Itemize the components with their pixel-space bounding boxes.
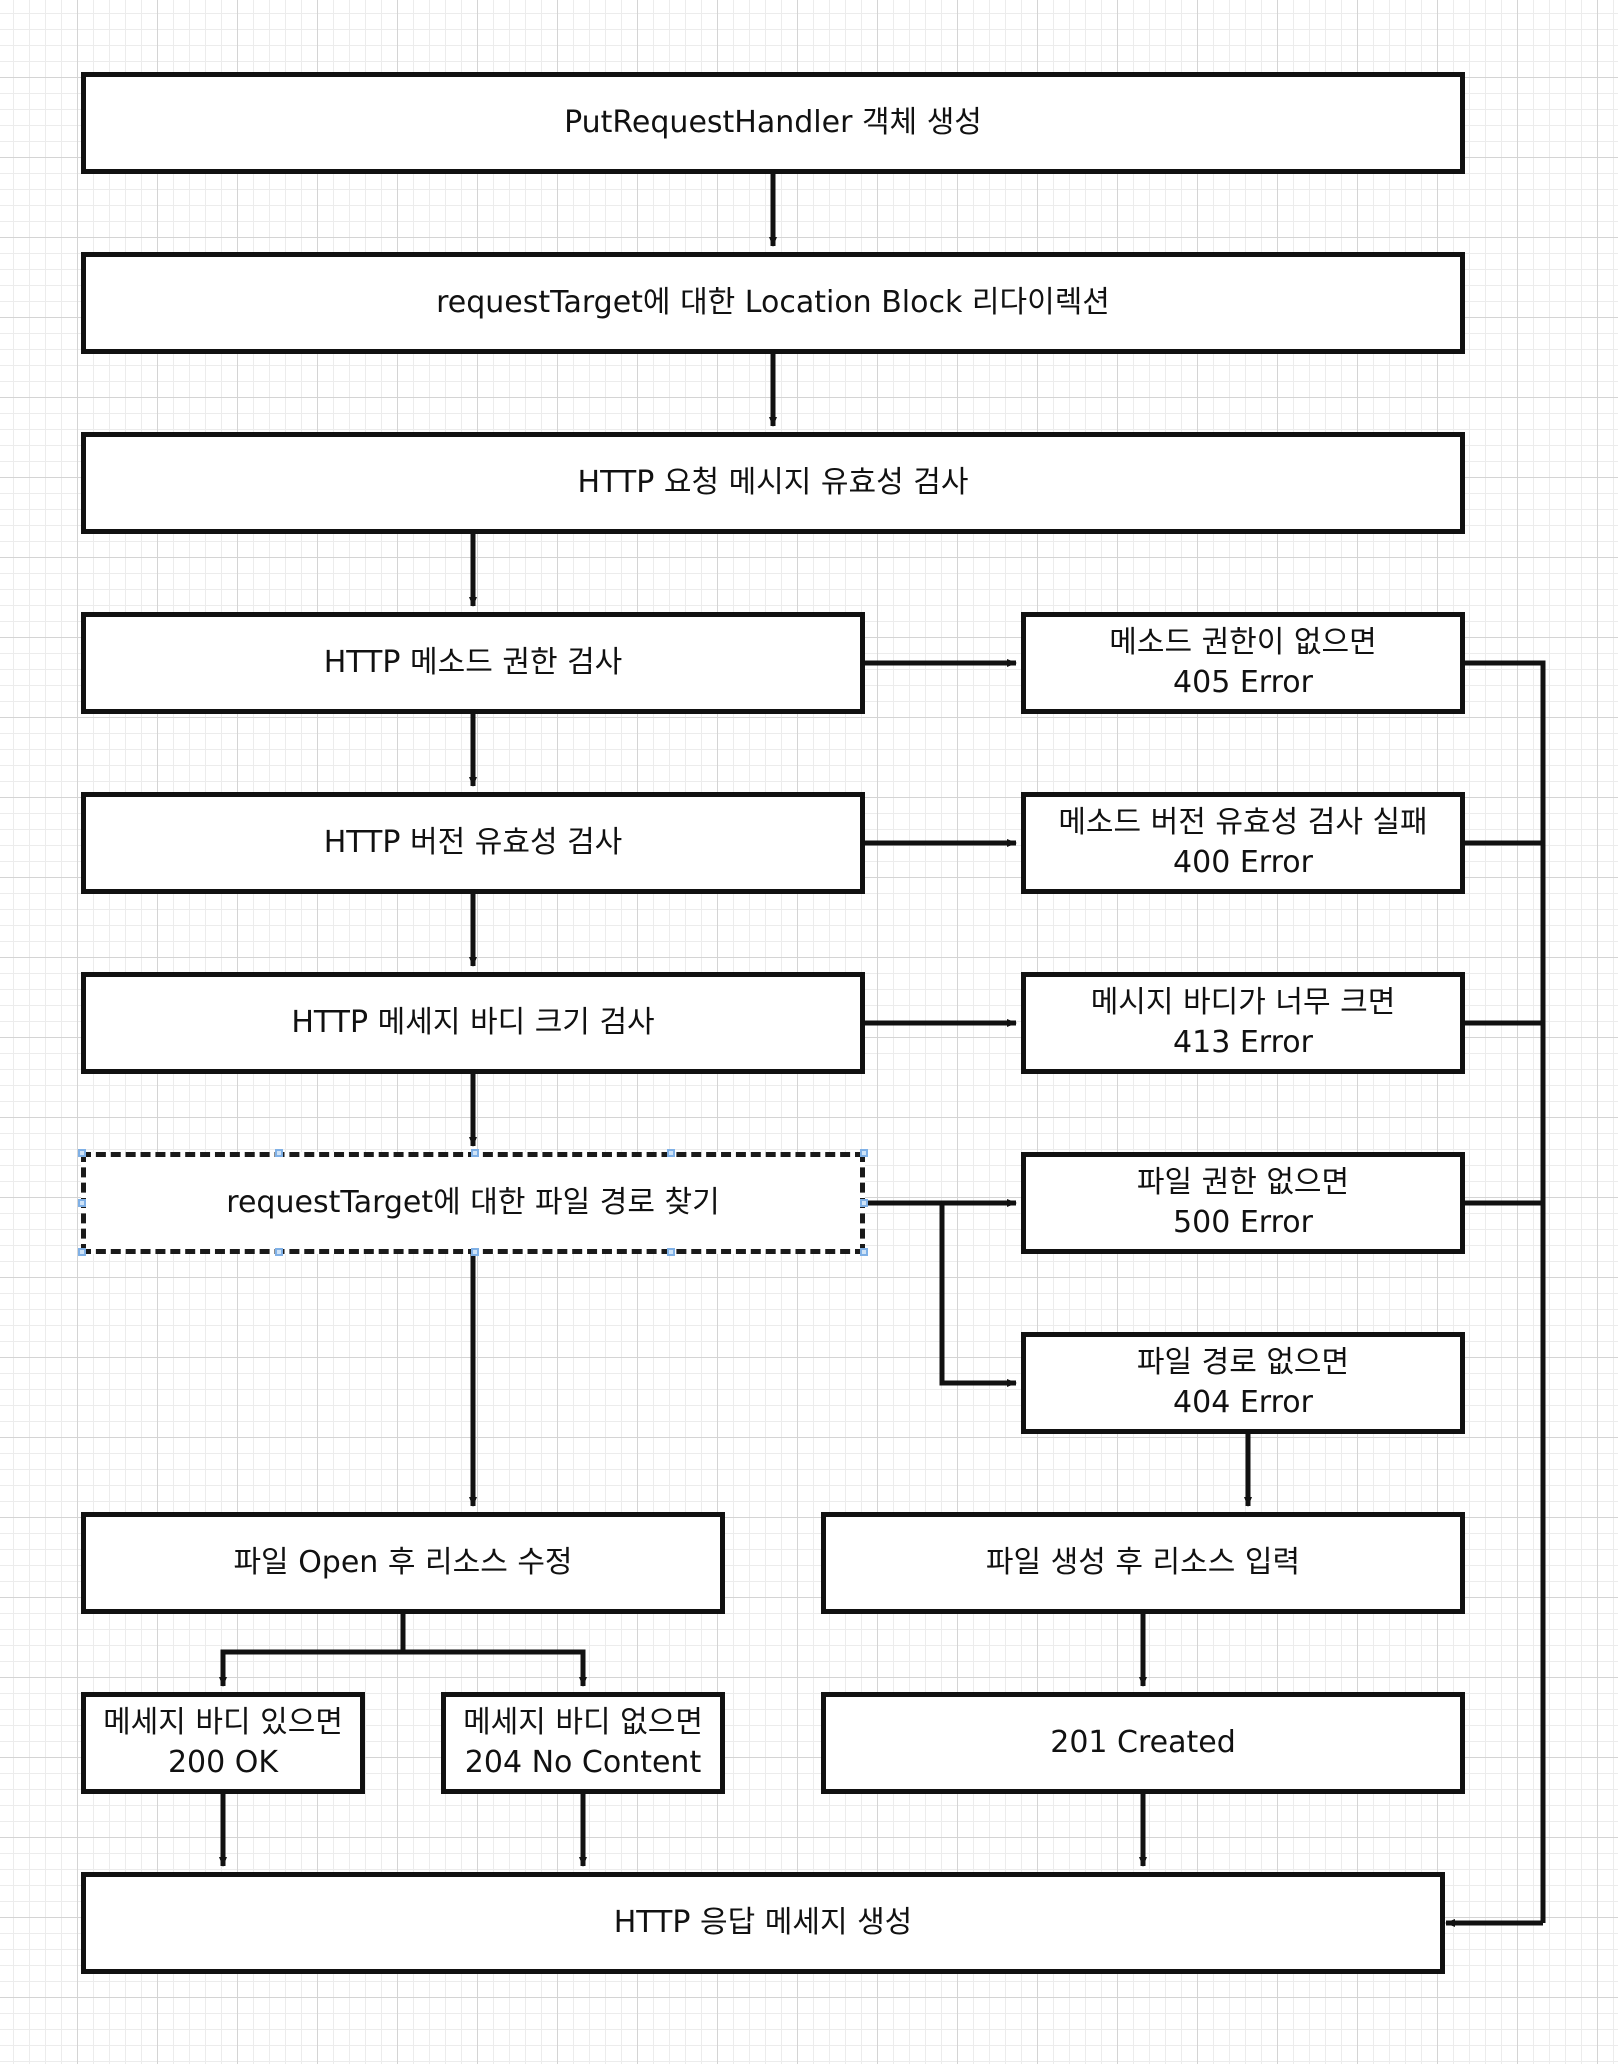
error-400-condition: 메소드 버전 유효성 검사 실패 [1058, 805, 1428, 840]
outcome-201-status: 201 Created [1050, 1725, 1236, 1760]
selection-handle[interactable] [275, 1149, 283, 1157]
error-500-box[interactable]: 파일 권한 없으면 500 Error [1021, 1152, 1465, 1254]
selection-handle[interactable] [860, 1199, 868, 1207]
step-create-write[interactable]: 파일 생성 후 리소스 입력 [821, 1512, 1465, 1614]
selection-handle[interactable] [78, 1199, 86, 1207]
step-check-version[interactable]: HTTP 버전 유효성 검사 [81, 792, 865, 894]
outcome-204-box[interactable]: 메세지 바디 없으면 204 No Content [441, 1692, 725, 1794]
step-build-response-label: HTTP 응답 메세지 생성 [613, 1905, 913, 1940]
selection-handle[interactable] [471, 1248, 479, 1256]
error-404-condition: 파일 경로 없으면 [1136, 1345, 1350, 1380]
error-400-status: 400 Error [1173, 845, 1313, 880]
error-405-condition: 메소드 권한이 없으면 [1109, 625, 1377, 660]
step-find-file-path[interactable]: requestTarget에 대한 파일 경로 찾기 [81, 1152, 865, 1254]
selection-handle[interactable] [667, 1248, 675, 1256]
step-check-method-label: HTTP 메소드 권한 검사 [323, 645, 623, 680]
step-create-write-label: 파일 생성 후 리소스 입력 [985, 1545, 1301, 1580]
step-validate-request-label: HTTP 요청 메시지 유효성 검사 [577, 465, 969, 500]
step-check-method[interactable]: HTTP 메소드 권한 검사 [81, 612, 865, 714]
error-405-status: 405 Error [1173, 665, 1313, 700]
outcome-204-status: 204 No Content [464, 1745, 702, 1780]
step-open-modify-label: 파일 Open 후 리소스 수정 [233, 1545, 573, 1580]
selection-handle[interactable] [860, 1248, 868, 1256]
error-404-box[interactable]: 파일 경로 없으면 404 Error [1021, 1332, 1465, 1434]
arrow-open-to-200 [219, 1612, 406, 1687]
step-location-redirect-label: requestTarget에 대한 Location Block 리다이렉션 [436, 285, 1110, 320]
selection-handle[interactable] [275, 1248, 283, 1256]
error-404-status: 404 Error [1173, 1385, 1313, 1420]
step-check-body-size[interactable]: HTTP 메세지 바디 크기 검사 [81, 972, 865, 1074]
selection-handle[interactable] [860, 1149, 868, 1157]
selection-handle[interactable] [667, 1149, 675, 1157]
outcome-201-box[interactable]: 201 Created [821, 1692, 1465, 1794]
step-validate-request[interactable]: HTTP 요청 메시지 유효성 검사 [81, 432, 1465, 534]
step-location-redirect[interactable]: requestTarget에 대한 Location Block 리다이렉션 [81, 252, 1465, 354]
selection-handle[interactable] [78, 1149, 86, 1157]
arrow-findpath-to-404 [939, 1203, 1017, 1387]
selection-handle[interactable] [471, 1149, 479, 1157]
error-413-box[interactable]: 메시지 바디가 너무 크면 413 Error [1021, 972, 1465, 1074]
step-create-handler[interactable]: PutRequestHandler 객체 생성 [81, 72, 1465, 174]
outcome-200-condition: 메세지 바디 있으면 [103, 1705, 343, 1740]
step-check-body-size-label: HTTP 메세지 바디 크기 검사 [291, 1005, 655, 1040]
outcome-200-box[interactable]: 메세지 바디 있으면 200 OK [81, 1692, 365, 1794]
step-find-file-path-label: requestTarget에 대한 파일 경로 찾기 [226, 1185, 720, 1220]
connector-errors-bus [1463, 660, 1546, 1923]
step-create-handler-label: PutRequestHandler 객체 생성 [564, 105, 982, 140]
error-500-condition: 파일 권한 없으면 [1136, 1165, 1350, 1200]
step-check-version-label: HTTP 버전 유효성 검사 [323, 825, 623, 860]
error-500-status: 500 Error [1173, 1205, 1313, 1240]
selection-handle[interactable] [78, 1248, 86, 1256]
arrow-open-to-204 [403, 1649, 587, 1687]
step-build-response[interactable]: HTTP 응답 메세지 생성 [81, 1872, 1445, 1974]
step-open-modify[interactable]: 파일 Open 후 리소스 수정 [81, 1512, 725, 1614]
error-413-condition: 메시지 바디가 너무 크면 [1090, 985, 1396, 1020]
error-405-box[interactable]: 메소드 권한이 없으면 405 Error [1021, 612, 1465, 714]
outcome-204-condition: 메세지 바디 없으면 [463, 1705, 703, 1740]
error-413-status: 413 Error [1173, 1025, 1313, 1060]
outcome-200-status: 200 OK [167, 1745, 279, 1780]
error-400-box[interactable]: 메소드 버전 유효성 검사 실패 400 Error [1021, 792, 1465, 894]
